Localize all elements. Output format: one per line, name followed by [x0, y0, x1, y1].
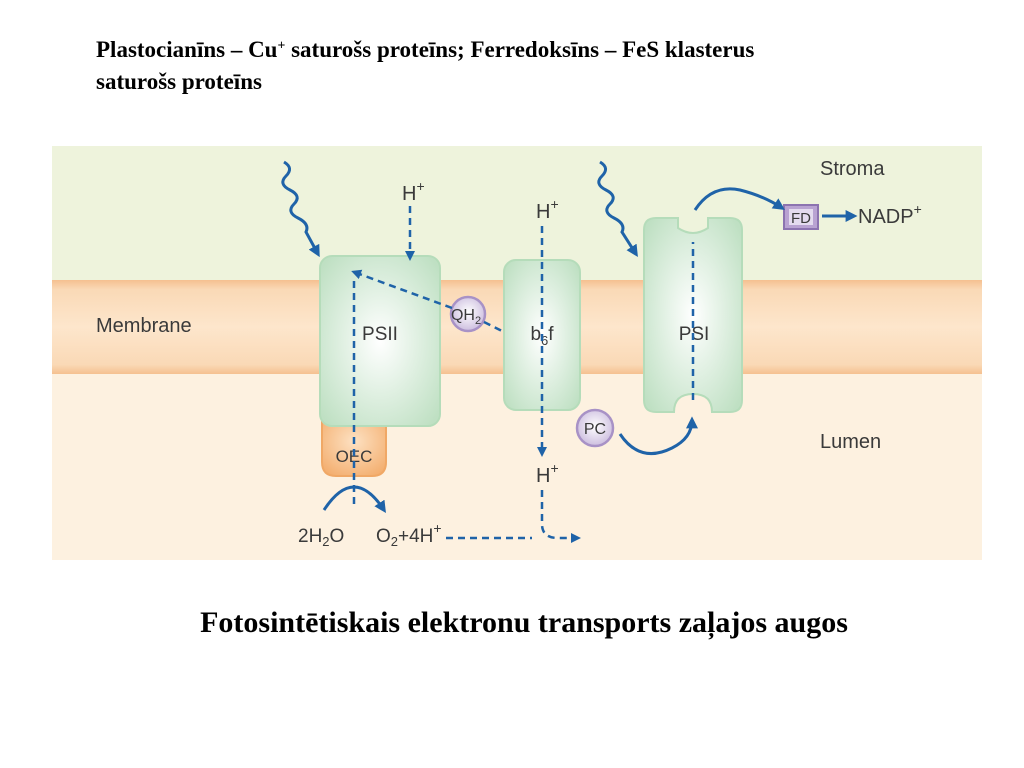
qh2-to-b6f-path: [483, 320, 505, 334]
oec-label: OEC: [336, 447, 373, 466]
figure-caption: Fotosintētiskais elektronu transports za…: [200, 606, 848, 639]
header-line-2: saturošs proteīns: [96, 69, 262, 94]
header-text: Plastocianīns – Cu+ saturošs proteīns; F…: [96, 34, 956, 98]
water-splitting-arrow: [322, 485, 386, 514]
h-lumen-label: H+: [536, 460, 559, 487]
light-arrow-psii: [281, 160, 320, 258]
oec-complex: [321, 417, 387, 477]
psii-complex: [319, 255, 441, 427]
qh2-carrier: [449, 295, 487, 333]
h-stroma-label-2: H+: [536, 196, 559, 223]
light-arrow-psi: [597, 160, 638, 258]
qh2-to-psii-path: [351, 269, 453, 310]
lumen-label: Lumen: [820, 431, 881, 453]
membrane-label: Membrane: [96, 315, 192, 337]
qh2-label: QH2: [451, 307, 481, 327]
fd-inner: [789, 209, 813, 225]
pc-to-psi-arrow: [618, 416, 698, 456]
oxygen-label: O2+4H+: [376, 520, 442, 549]
water-label: 2H2O: [298, 526, 344, 549]
photosynthesis-diagram: Stroma Membrane Lumen OEC PSII b6f PSI Q…: [52, 146, 982, 560]
nadp-label: NADP+: [858, 201, 922, 228]
pc-carrier: [575, 408, 615, 448]
header-line-1: Plastocianīns – Cu+ saturošs proteīns; F…: [96, 37, 755, 62]
stroma-label: Stroma: [820, 158, 885, 180]
h-stroma-label-1: H+: [402, 178, 425, 205]
psii-label: PSII: [362, 324, 398, 345]
psi-to-fd-arrow: [693, 187, 785, 211]
pc-label: PC: [584, 421, 606, 438]
fd-label: FD: [791, 210, 811, 227]
b6f-label: b6f: [530, 324, 554, 348]
stroma-region: [52, 146, 982, 280]
